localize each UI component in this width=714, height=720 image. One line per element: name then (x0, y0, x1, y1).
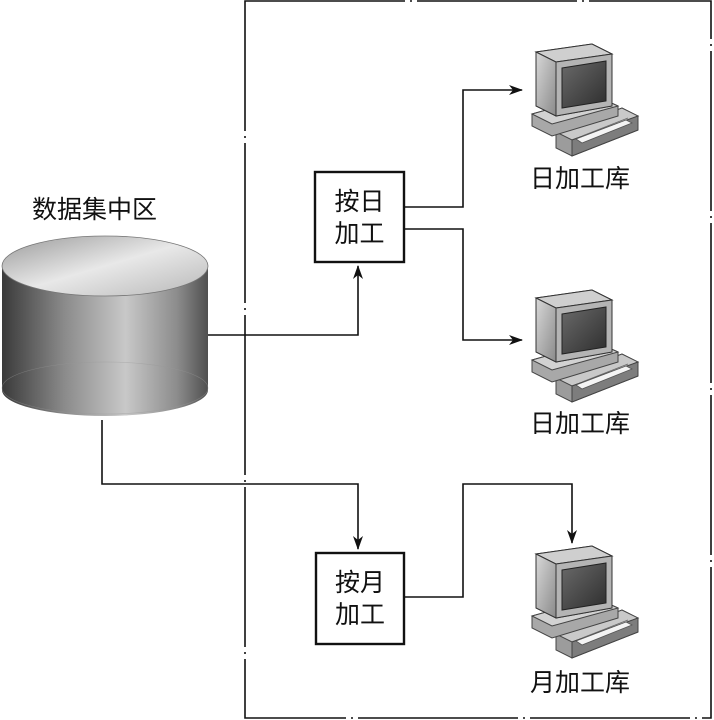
source-label: 数据集中区 (32, 195, 158, 224)
process-box-monthly (314, 551, 406, 646)
target-label-3: 月加工库 (530, 668, 631, 697)
target-label-1: 日加工库 (530, 164, 631, 193)
flow-daily-to-target-2 (404, 228, 523, 345)
process-label-daily: 按日 加工 (315, 186, 404, 250)
computer-icon (531, 545, 639, 659)
flow-monthly-to-target-3 (404, 483, 577, 598)
computer-icon (531, 289, 639, 403)
process-line-1: 按月 (334, 568, 385, 597)
process-label-monthly: 按月 加工 (316, 567, 404, 631)
flow-db-to-daily (208, 265, 363, 336)
process-line-2: 加工 (334, 600, 385, 629)
target-label-2: 日加工库 (530, 409, 631, 438)
flow-daily-to-target-1 (404, 85, 523, 208)
processing-boundary (244, 0, 712, 719)
process-line-1: 按日 (334, 187, 385, 216)
computer-icon (531, 43, 639, 157)
flow-db-to-monthly (101, 420, 363, 550)
database-cylinder-icon (1, 235, 209, 416)
process-box-daily (313, 170, 406, 264)
process-line-2: 加工 (334, 219, 385, 248)
